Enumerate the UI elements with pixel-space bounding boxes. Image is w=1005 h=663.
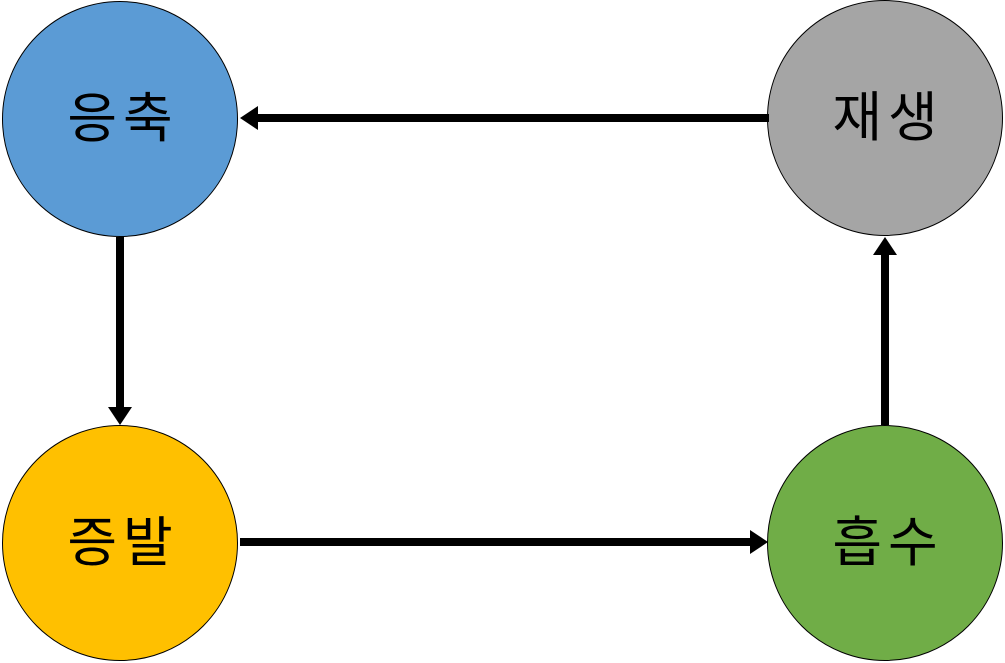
arrow-shaft — [255, 114, 769, 122]
node-regeneration-label: 재생 — [832, 88, 944, 148]
node-regeneration: 재생 — [767, 0, 1003, 236]
arrow-shaft — [240, 538, 752, 546]
node-evaporation-label: 증발 — [67, 513, 179, 573]
node-condensation: 응축 — [2, 1, 238, 237]
node-condensation-label: 응축 — [67, 89, 179, 149]
arrow-head-left-icon — [240, 106, 258, 130]
arrow-shaft — [881, 253, 889, 425]
node-absorption: 흡수 — [767, 425, 1003, 661]
arrow-head-right-icon — [750, 530, 768, 554]
arrow-head-up-icon — [873, 237, 897, 255]
node-absorption-label: 흡수 — [832, 513, 944, 573]
arrow-shaft — [116, 237, 124, 409]
arrow-head-down-icon — [108, 407, 132, 425]
node-evaporation: 증발 — [2, 425, 238, 661]
